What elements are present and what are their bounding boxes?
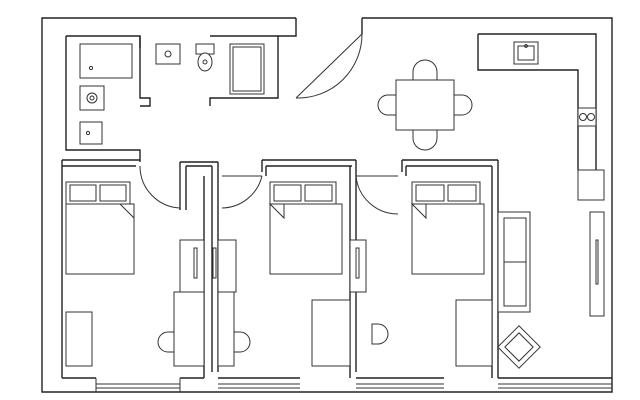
- chair-bottom: [412, 129, 438, 151]
- bathroom-sink: [155, 43, 181, 65]
- windows: [95, 378, 612, 392]
- bathroom: [65, 35, 279, 162]
- desk-1: [173, 291, 205, 367]
- desk-3: [311, 299, 351, 367]
- washbasin: [79, 121, 103, 145]
- bedroom-1: [65, 181, 205, 367]
- chair-right: [453, 94, 473, 116]
- desk-chair-2: [233, 331, 251, 353]
- desk-2: [217, 291, 235, 367]
- dining-table: [395, 79, 455, 131]
- bed-1: [65, 203, 135, 275]
- fridge: [577, 169, 605, 201]
- shelf-3: [349, 239, 367, 293]
- kitchen-dining: [377, 33, 605, 201]
- chair-left: [377, 94, 397, 116]
- desk-4: [455, 299, 493, 367]
- nightstand-1: [65, 311, 93, 367]
- entrance-door: [295, 33, 363, 99]
- bedroom-3: [410, 181, 493, 367]
- shelf-2: [217, 239, 237, 293]
- shelf-1: [179, 239, 205, 293]
- kitchen-sink: [513, 41, 539, 65]
- bedroom-doors: [139, 165, 399, 215]
- desk-chair-1: [157, 331, 175, 353]
- bidet: [79, 85, 105, 111]
- toilet-bowl: [197, 52, 213, 72]
- living-area: [497, 211, 605, 369]
- bathtub: [79, 43, 133, 79]
- chair-top: [412, 59, 438, 81]
- tv-cabinet: [589, 211, 605, 317]
- bedroom-2: [212, 181, 389, 367]
- shower-tray: [229, 43, 265, 95]
- armchair: [497, 325, 541, 369]
- desk-chair-3: [371, 323, 389, 345]
